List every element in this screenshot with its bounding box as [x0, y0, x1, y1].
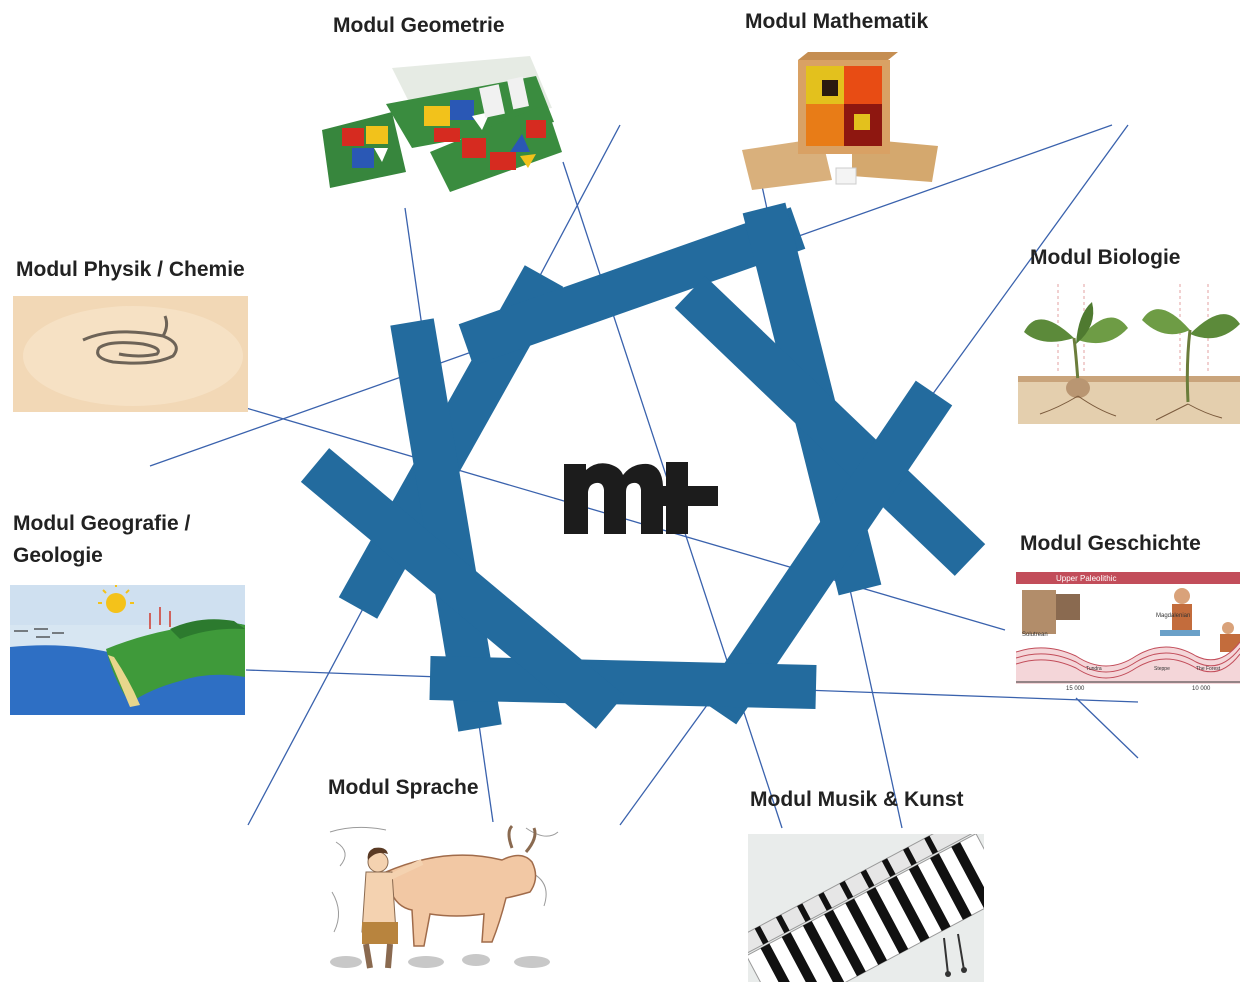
label-physik: Modul Physik / Chemie — [16, 258, 245, 281]
physik-picture — [13, 296, 248, 412]
bar-8 — [300, 448, 625, 729]
plant-icon — [1018, 284, 1240, 424]
geschichte-left-text: Solutrean — [1022, 632, 1048, 638]
geschichte-banner: Upper Paleolithic — [1056, 574, 1116, 583]
bar-7 — [429, 656, 817, 709]
mathematik-picture — [742, 50, 938, 190]
geschichte-tick-1: 15 000 — [1066, 686, 1085, 692]
bar-6 — [699, 380, 953, 725]
bar-5 — [674, 276, 986, 576]
wire-icon — [13, 296, 248, 412]
timeline-icon: Upper Paleolithic Solutrean Magdalenian … — [1016, 572, 1240, 692]
geometrie-picture — [322, 56, 566, 192]
geschichte-caption-1: Tundra — [1086, 666, 1102, 672]
label-geschichte: Modul Geschichte — [1020, 532, 1201, 555]
musik-picture — [748, 834, 984, 982]
geografie-picture — [10, 585, 245, 715]
cube-icon — [742, 52, 938, 190]
geschichte-caption-3: The Forest — [1196, 666, 1221, 672]
geschichte-right-text: Magdalenian — [1156, 613, 1190, 619]
label-geografie: Modul Geografie / Geologie — [13, 508, 190, 572]
cave-drawing-icon — [326, 822, 562, 974]
geschichte-picture: Upper Paleolithic Solutrean Magdalenian … — [1016, 572, 1240, 692]
biologie-picture — [1018, 284, 1240, 424]
keyboard-icon — [748, 834, 984, 982]
label-sprache: Modul Sprache — [328, 776, 479, 799]
label-mathematik: Modul Mathematik — [745, 10, 929, 33]
mplus-logo: m+ — [562, 458, 722, 538]
geschichte-tick-2: 10 000 — [1192, 686, 1211, 692]
geoboard-icon — [322, 56, 562, 192]
label-geografie-line2: Geologie — [13, 544, 103, 567]
sprache-picture — [326, 822, 562, 974]
label-geografie-line1: Modul Geografie / — [13, 512, 191, 535]
label-geometrie: Modul Geometrie — [333, 14, 505, 37]
label-musik: Modul Musik & Kunst — [750, 788, 964, 811]
label-biologie: Modul Biologie — [1030, 246, 1181, 269]
geschichte-caption-2: Steppe — [1154, 666, 1170, 672]
landscape-icon — [10, 585, 245, 715]
mplus-logo-icon — [564, 462, 718, 534]
bar-3 — [458, 207, 806, 366]
